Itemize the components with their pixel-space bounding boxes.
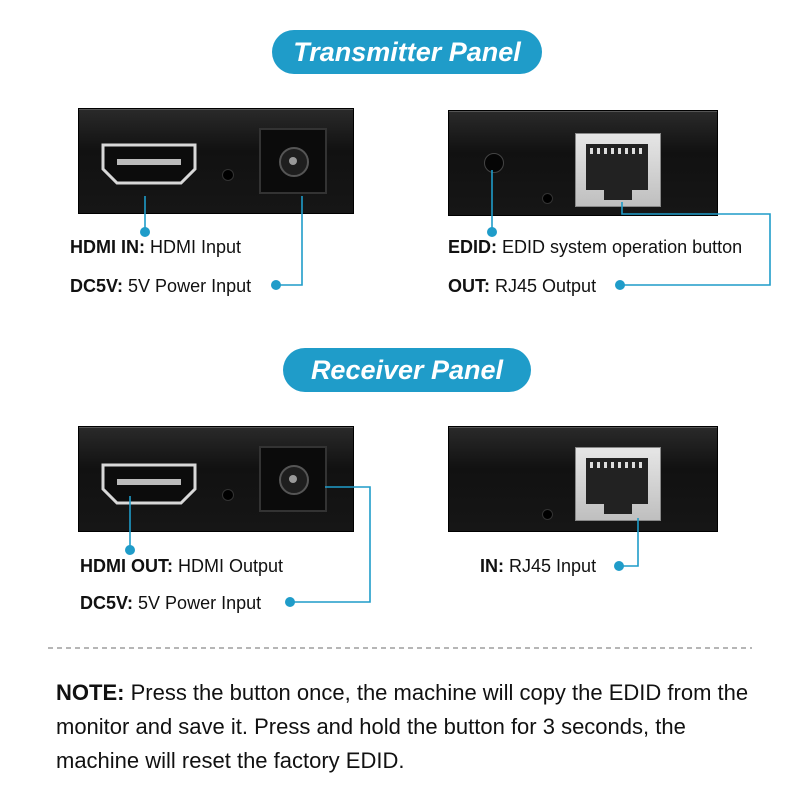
label-in: IN: RJ45 Input [480,556,597,576]
leader-out [621,202,771,286]
transmitter-output-panel [448,110,718,216]
led-dot-icon [542,193,553,204]
label-dc5v-tx: DC5V: 5V Power Input [70,276,252,296]
dc-jack-icon [259,446,327,512]
receiver-input-panel [448,426,718,532]
label-hdmi-in: HDMI IN: HDMI Input [70,237,242,257]
led-dot-icon [222,489,234,501]
receiver-output-panel [78,426,354,532]
transmitter-input-panel [78,108,354,214]
hdmi-port-icon [101,143,197,185]
hdmi-port-icon [101,463,197,505]
dc-jack-icon [259,128,327,194]
rj45-port-icon [575,133,661,207]
label-hdmi-out: HDMI OUT: HDMI Output [80,556,284,576]
rj45-port-icon [575,447,661,521]
receiver-panel-title: Receiver Panel [283,348,531,392]
led-dot-icon [542,509,553,520]
leader-dc5v-rx [290,486,371,603]
note-text: NOTE: Press the button once, the machine… [56,680,749,773]
label-dc5v-rx: DC5V: 5V Power Input [80,593,262,613]
leader-in [620,518,639,567]
edid-button-icon[interactable] [484,153,504,173]
leader-dc5v-tx [278,196,303,286]
label-edid: EDID: EDID system operation button [448,237,743,257]
led-dot-icon [222,169,234,181]
transmitter-panel-title: Transmitter Panel [272,30,542,74]
label-out: OUT: RJ45 Output [448,276,597,296]
